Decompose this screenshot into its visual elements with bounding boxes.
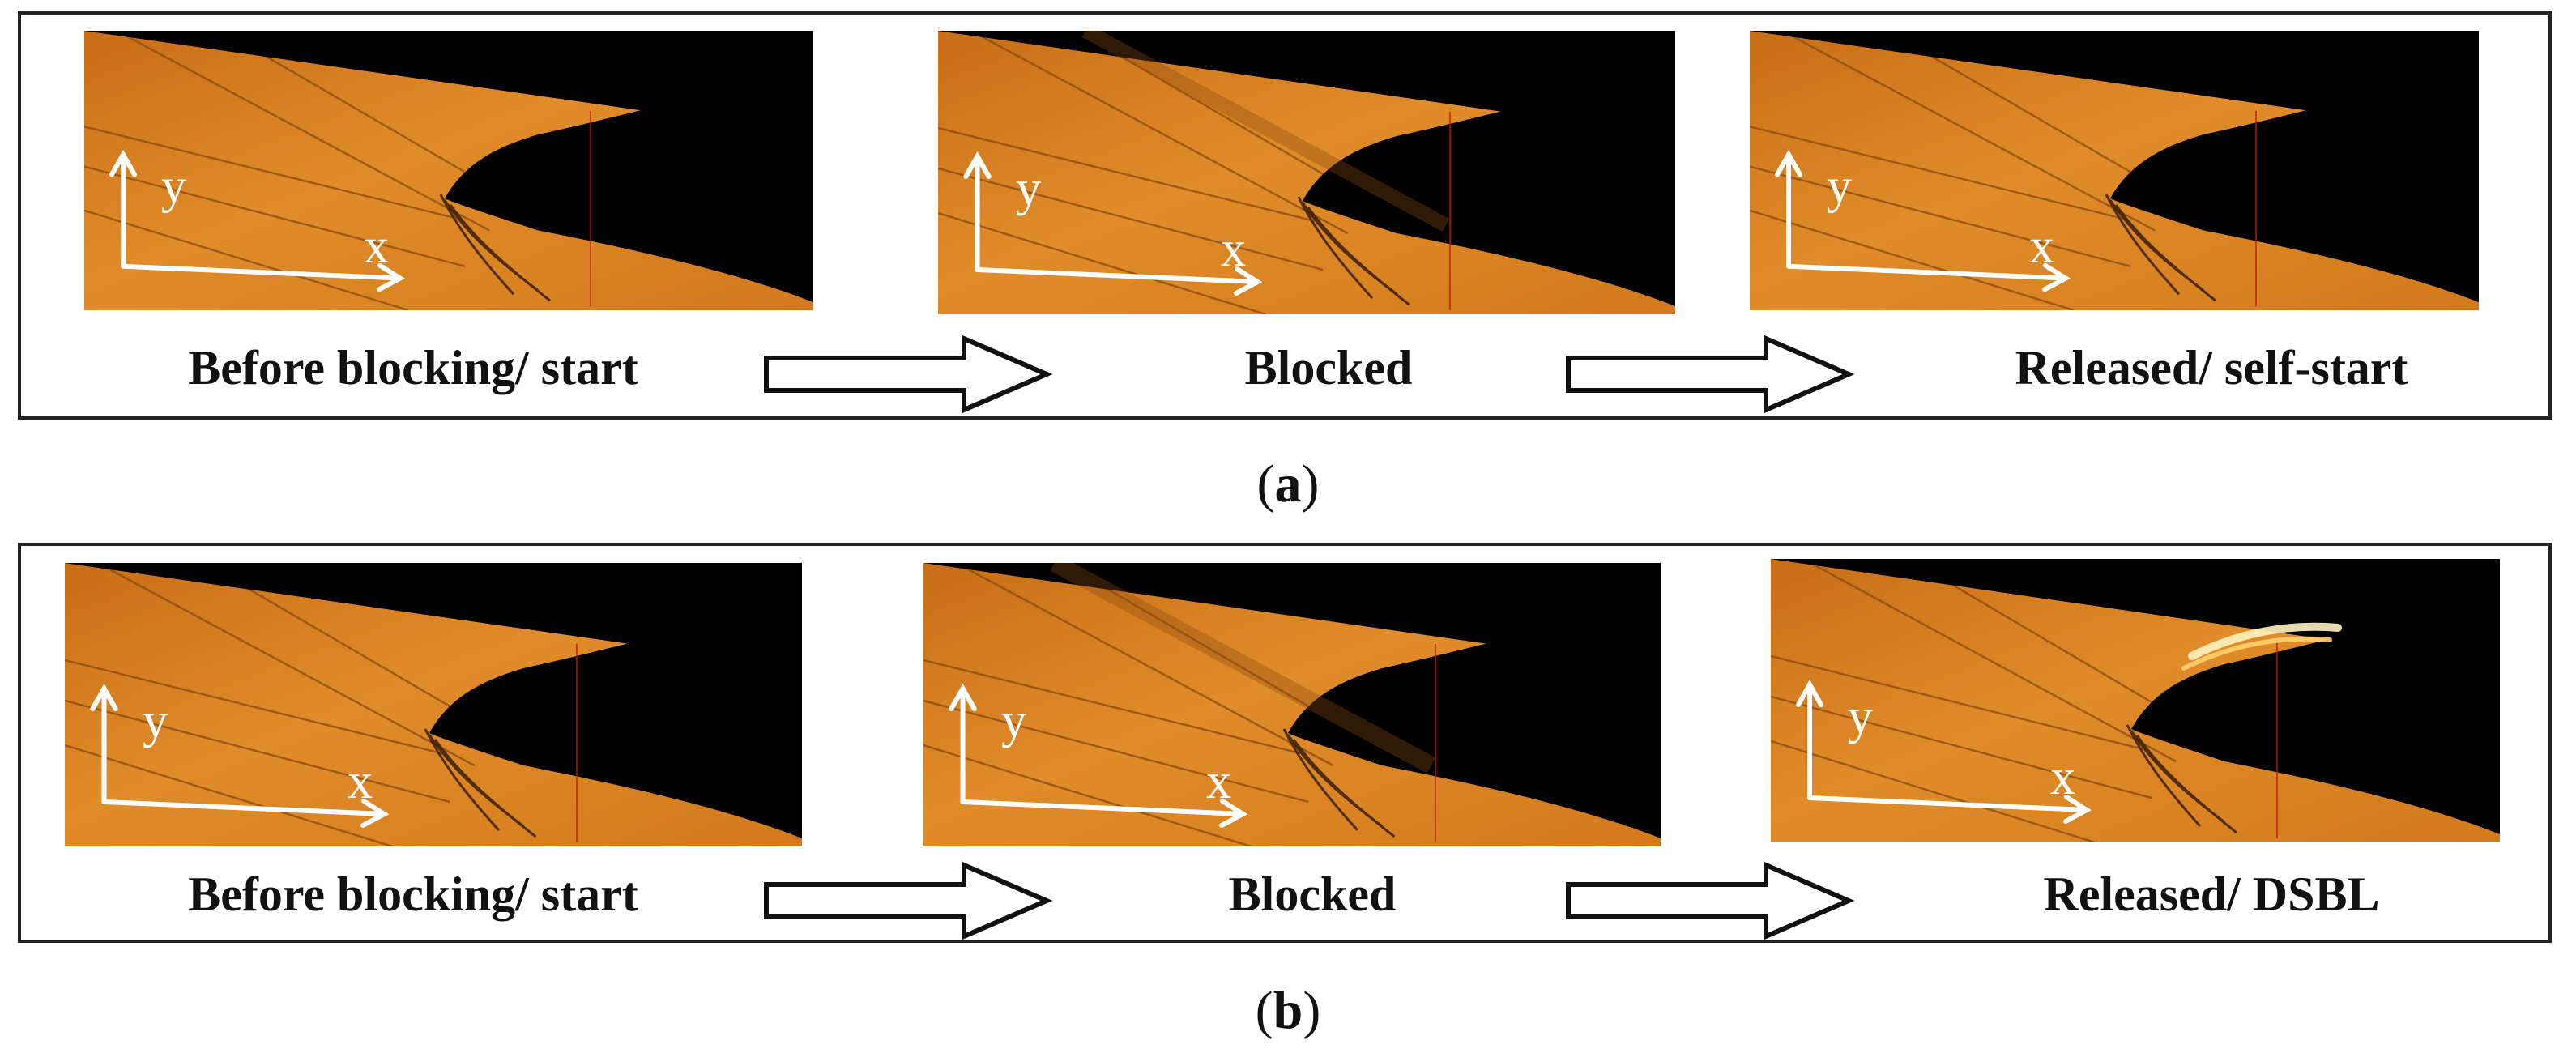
arrow-icon xyxy=(761,860,1053,941)
axis-x-label: x xyxy=(348,753,373,809)
stage-label-before: Before blocking/ start xyxy=(188,341,638,394)
arrow-icon xyxy=(761,334,1053,415)
schlieren-image-a2: y x xyxy=(938,31,1675,314)
schlieren-image-b1: y x xyxy=(65,563,802,846)
schlieren-image-b3: y x xyxy=(1771,559,2500,842)
axis-x-label: x xyxy=(364,219,389,274)
stage-label-blocked: Blocked xyxy=(1228,868,1397,921)
arrow-icon xyxy=(1563,334,1855,415)
schlieren-image-a1: y x xyxy=(84,31,813,310)
axis-x-label: x xyxy=(1206,753,1231,809)
stage-label-blocked: Blocked xyxy=(1244,341,1413,394)
caption-b: (b) xyxy=(1255,981,1321,1040)
axis-y-label: y xyxy=(1001,693,1026,748)
caption-a: (a) xyxy=(1256,454,1320,514)
axis-x-label: x xyxy=(2050,750,2075,805)
axis-y-label: y xyxy=(1016,160,1041,216)
axis-y-label: y xyxy=(1827,159,1852,214)
stage-label-before: Before blocking/ start xyxy=(188,868,638,921)
axis-y-label: y xyxy=(1848,689,1873,744)
stage-label-released: Released/ DSBL xyxy=(2043,868,2380,921)
arrow-icon xyxy=(1563,860,1855,941)
schlieren-image-a3: y x xyxy=(1750,31,2479,310)
axis-y-label: y xyxy=(161,159,186,214)
axis-x-label: x xyxy=(1221,221,1246,277)
axis-x-label: x xyxy=(2029,219,2054,274)
schlieren-image-b2: y x xyxy=(923,563,1661,846)
axis-y-label: y xyxy=(143,693,168,748)
stage-label-released: Released/ self-start xyxy=(2015,341,2408,394)
